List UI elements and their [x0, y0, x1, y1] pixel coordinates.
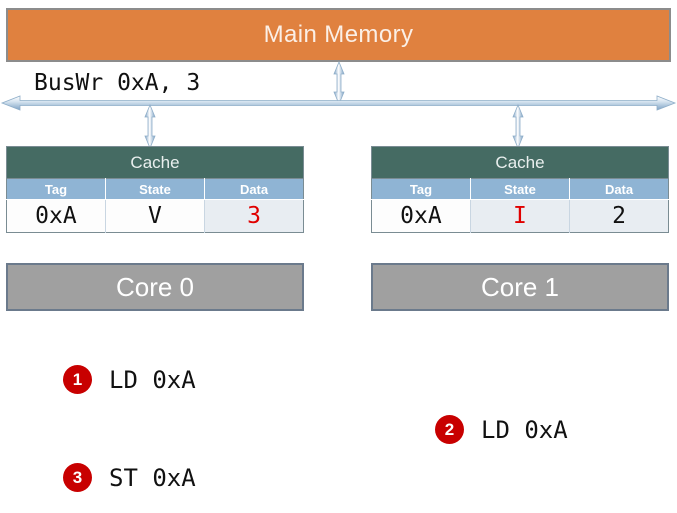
instruction-text-3: ST 0xA — [109, 463, 196, 492]
bus-line-double-arrow-icon — [0, 95, 677, 111]
cache0-title-label: Cache — [130, 152, 180, 172]
cache1-title-label: Cache — [495, 152, 545, 172]
instruction-item-1: 1 LD 0xA — [63, 365, 196, 394]
bus-transaction-label: BusWr 0xA, 3 — [34, 70, 201, 96]
cache1-header-row: Tag State Data — [371, 178, 669, 200]
instruction-text-2: LD 0xA — [481, 415, 568, 444]
core-1-label: Core 1 — [480, 271, 560, 302]
instruction-badge-2-icon: 2 — [435, 415, 464, 444]
cache1-cell-data: 2 — [569, 199, 669, 233]
bus-to-cache0-connector-icon — [144, 104, 156, 149]
instruction-item-3: 3 ST 0xA — [63, 463, 196, 492]
bus-to-cache1-connector-icon — [512, 104, 524, 149]
instruction-text-1: LD 0xA — [109, 365, 196, 394]
cache0-cell-data: 3 — [204, 199, 304, 233]
main-memory-block: Main Memory — [6, 8, 671, 62]
cache1-title-bar: Cache — [371, 146, 669, 178]
main-memory-label: Main Memory — [263, 21, 414, 48]
cache-unit-1: Cache Tag State Data 0xA I 2 — [371, 146, 669, 233]
instruction-item-2: 2 LD 0xA — [435, 415, 568, 444]
cache1-cell-state: I — [470, 199, 571, 233]
cache0-header-tag: Tag — [6, 178, 106, 200]
core-1-block: Core 1 — [371, 263, 669, 311]
cache1-data-row: 0xA I 2 — [371, 199, 669, 233]
cache0-table: Tag State Data 0xA V 3 — [6, 178, 304, 233]
cache0-header-data: Data — [204, 178, 304, 200]
instruction-badge-1-icon: 1 — [63, 365, 92, 394]
core-0-label: Core 0 — [115, 271, 195, 302]
cache1-header-tag: Tag — [371, 178, 471, 200]
cache1-table: Tag State Data 0xA I 2 — [371, 178, 669, 233]
cache0-cell-tag: 0xA — [6, 199, 106, 233]
cache0-data-row: 0xA V 3 — [6, 199, 304, 233]
cache0-header-row: Tag State Data — [6, 178, 304, 200]
cache0-cell-state: V — [105, 199, 206, 233]
cache-unit-0: Cache Tag State Data 0xA V 3 — [6, 146, 304, 233]
cache1-header-data: Data — [569, 178, 669, 200]
cache1-header-state: State — [470, 178, 571, 200]
core-0-block: Core 0 — [6, 263, 304, 311]
cache1-cell-tag: 0xA — [371, 199, 471, 233]
cache0-header-state: State — [105, 178, 206, 200]
cache0-title-bar: Cache — [6, 146, 304, 178]
instruction-badge-3-icon: 3 — [63, 463, 92, 492]
